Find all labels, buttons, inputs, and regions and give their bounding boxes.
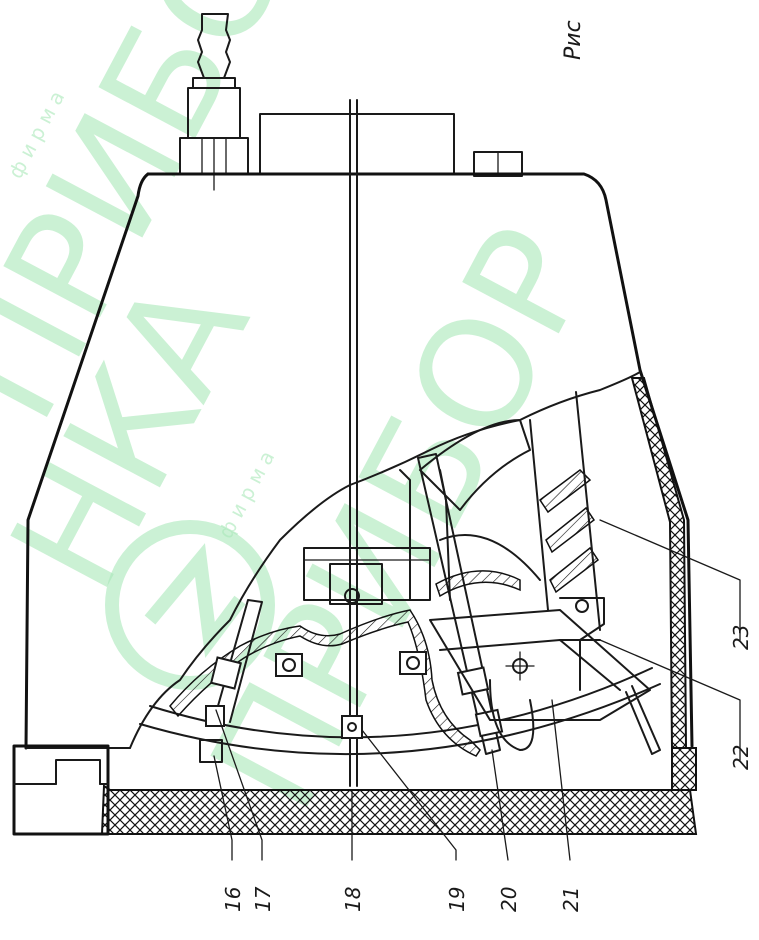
callout-18: 18 bbox=[341, 887, 365, 912]
watermark-logo-ring bbox=[105, 520, 275, 690]
base-plate bbox=[100, 747, 698, 835]
top-nut bbox=[473, 151, 523, 177]
internal-mechanism bbox=[139, 99, 661, 787]
callout-23: 23 bbox=[729, 625, 753, 650]
callout-16: 16 bbox=[221, 887, 245, 912]
left-base-block bbox=[12, 744, 110, 836]
callout-17: 17 bbox=[251, 886, 275, 912]
callout-22: 22 bbox=[729, 745, 753, 770]
callout-19: 19 bbox=[445, 887, 469, 912]
callout-21: 21 bbox=[559, 887, 583, 912]
hose-fitting bbox=[179, 13, 249, 191]
figure-caption: Рис bbox=[561, 20, 586, 60]
callout-20: 20 bbox=[497, 887, 521, 912]
callout-labels: 16 17 18 19 20 21 22 23 bbox=[221, 625, 753, 912]
watermark-logo-mark bbox=[144, 543, 246, 659]
leader-lines bbox=[213, 519, 741, 861]
